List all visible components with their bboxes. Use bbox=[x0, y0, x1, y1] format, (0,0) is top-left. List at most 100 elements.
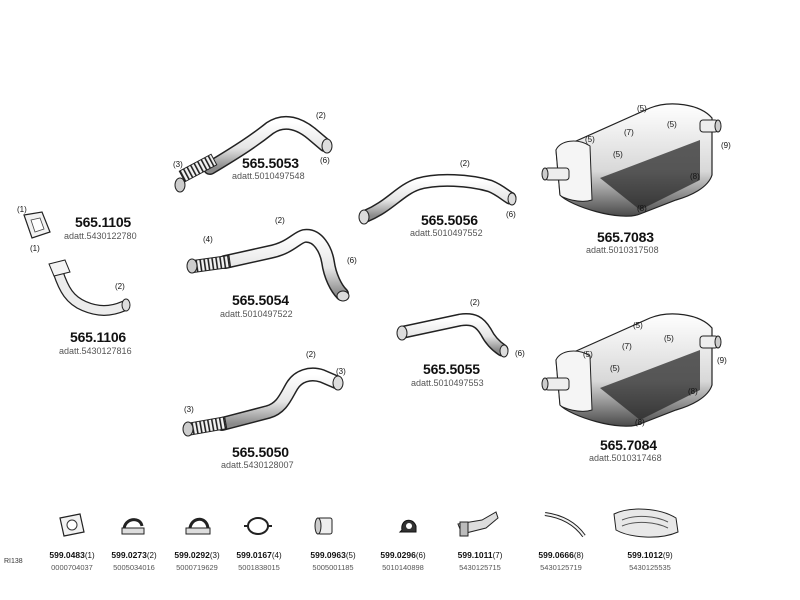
accessory-code: 599.0483 bbox=[49, 550, 85, 560]
accessory-number: 5000719629 bbox=[176, 563, 218, 572]
bracket-clamp-icon[interactable] bbox=[398, 519, 417, 533]
callout-2: (2) bbox=[306, 350, 316, 359]
pipe-565-5050[interactable] bbox=[182, 367, 344, 437]
callout-6: (6) bbox=[515, 349, 525, 358]
part-number-565-1105: 565.1105 bbox=[75, 214, 132, 230]
accessory-qty: (1) bbox=[84, 551, 95, 560]
accessory-number: 0000704037 bbox=[51, 563, 93, 572]
accessory-599-1012[interactable]: 599.1012(9) 5430125535 bbox=[605, 545, 695, 572]
adatt-565-5050: adatt.5430128007 bbox=[221, 460, 294, 470]
part-number-565-5050: 565.5050 bbox=[232, 444, 289, 460]
callout-3: (3) bbox=[173, 160, 183, 169]
accessory-qty: (9) bbox=[662, 551, 673, 560]
accessory-qty: (2) bbox=[146, 551, 157, 560]
part-number-565-5054: 565.5054 bbox=[232, 292, 289, 308]
part-number-565-5055: 565.5055 bbox=[423, 361, 480, 377]
heat-shield-icon[interactable] bbox=[613, 508, 679, 538]
muffler-565-7084[interactable] bbox=[541, 313, 722, 427]
u-clamp-icon[interactable] bbox=[185, 517, 211, 535]
accessory-qty: (8) bbox=[573, 551, 584, 560]
accessory-qty: (3) bbox=[209, 551, 220, 560]
accessory-599-0273[interactable]: 599.0273(2) 5005034016 bbox=[89, 545, 179, 572]
accessory-599-0963[interactable]: 599.0963(5) 5005001185 bbox=[288, 545, 378, 572]
adatt-565-1105: adatt.5430122780 bbox=[64, 231, 137, 241]
accessory-599-1011[interactable]: 599.1011(7) 5430125715 bbox=[435, 545, 525, 572]
callout-6: (6) bbox=[320, 156, 330, 165]
callout-9: (9) bbox=[721, 141, 731, 150]
callout-5: (5) bbox=[613, 150, 623, 159]
callout-9: (9) bbox=[717, 356, 727, 365]
accessory-number: 5430125719 bbox=[540, 563, 582, 572]
pipe-565-5056[interactable] bbox=[358, 173, 517, 225]
callout-6: (6) bbox=[506, 210, 516, 219]
mounting-bracket-icon[interactable] bbox=[457, 511, 499, 537]
part-number-565-5056: 565.5056 bbox=[421, 212, 478, 228]
callout-2: (2) bbox=[275, 216, 285, 225]
callout-6: (6) bbox=[347, 256, 357, 265]
adatt-565-5054: adatt.5010497522 bbox=[220, 309, 293, 319]
adatt-565-5053: adatt.5010497548 bbox=[232, 171, 305, 181]
clamp-icon[interactable] bbox=[121, 518, 145, 535]
adatt-565-1106: adatt.5430127816 bbox=[59, 346, 132, 356]
accessory-code: 599.0963 bbox=[310, 550, 346, 560]
callout-2: (2) bbox=[470, 298, 480, 307]
accessory-599-0296[interactable]: 599.0296(6) 5010140898 bbox=[358, 545, 448, 572]
accessory-599-0167[interactable]: 599.0167(4) 5001838015 bbox=[214, 545, 304, 572]
callout-2: (2) bbox=[115, 282, 125, 291]
callout-3: (3) bbox=[184, 405, 194, 414]
callout-7: (7) bbox=[624, 128, 634, 137]
flange-565-1105[interactable] bbox=[23, 211, 51, 239]
rubber-mount-icon[interactable] bbox=[314, 517, 333, 535]
callout-2: (2) bbox=[460, 159, 470, 168]
adatt-565-5055: adatt.5010497553 bbox=[411, 378, 484, 388]
callout-5: (5) bbox=[583, 350, 593, 359]
accessory-number: 5001838015 bbox=[238, 563, 280, 572]
callout-7: (7) bbox=[622, 342, 632, 351]
callout-8: (8) bbox=[635, 418, 645, 427]
pipe-565-1106[interactable] bbox=[48, 259, 131, 316]
accessory-qty: (5) bbox=[345, 551, 356, 560]
accessory-code: 599.1012 bbox=[627, 550, 663, 560]
callout-8: (8) bbox=[688, 387, 698, 396]
callout-5: (5) bbox=[610, 364, 620, 373]
diagram-reference: RI138 bbox=[4, 558, 23, 565]
callout-3: (3) bbox=[336, 367, 346, 376]
accessory-code: 599.0167 bbox=[236, 550, 272, 560]
accessory-number: 5010140898 bbox=[382, 563, 424, 572]
callout-5: (5) bbox=[637, 104, 647, 113]
pipe-565-5054[interactable] bbox=[186, 228, 350, 302]
accessory-number: 5005034016 bbox=[113, 563, 155, 572]
accessory-code: 599.1011 bbox=[457, 550, 493, 560]
callout-1: (1) bbox=[17, 205, 27, 214]
part-number-565-5053: 565.5053 bbox=[242, 155, 299, 171]
pipe-565-5055[interactable] bbox=[396, 313, 509, 358]
accessory-qty: (4) bbox=[271, 551, 282, 560]
accessory-599-0292[interactable]: 599.0292(3) 5000719629 bbox=[152, 545, 242, 572]
callout-8: (8) bbox=[637, 204, 647, 213]
adatt-565-5056: adatt.5010497552 bbox=[410, 228, 483, 238]
accessory-number: 5430125535 bbox=[629, 563, 671, 572]
accessory-code: 599.0666 bbox=[538, 550, 574, 560]
part-number-565-1106: 565.1106 bbox=[70, 329, 127, 345]
muffler-565-7083[interactable] bbox=[541, 103, 722, 217]
callout-2: (2) bbox=[316, 111, 326, 120]
adatt-565-7083: adatt.5010317508 bbox=[586, 245, 659, 255]
callout-5: (5) bbox=[664, 334, 674, 343]
callout-4: (4) bbox=[203, 235, 213, 244]
part-number-565-7083: 565.7083 bbox=[597, 229, 654, 245]
hanger-ring-icon[interactable] bbox=[244, 517, 272, 535]
accessory-599-0483[interactable]: 599.0483(1) 0000704037 bbox=[27, 545, 117, 572]
accessory-number: 5005001185 bbox=[312, 563, 354, 572]
callout-5: (5) bbox=[667, 120, 677, 129]
accessory-code: 599.0296 bbox=[380, 550, 416, 560]
accessory-qty: (7) bbox=[492, 551, 503, 560]
accessory-qty: (6) bbox=[415, 551, 426, 560]
strap-icon[interactable] bbox=[544, 512, 586, 538]
accessory-code: 599.0292 bbox=[174, 550, 210, 560]
gasket-icon[interactable] bbox=[59, 513, 85, 537]
part-number-565-7084: 565.7084 bbox=[600, 437, 657, 453]
accessory-599-0666[interactable]: 599.0666(8) 5430125719 bbox=[516, 545, 606, 572]
pipe-565-5053[interactable] bbox=[174, 115, 333, 193]
accessory-number: 5430125715 bbox=[459, 563, 501, 572]
